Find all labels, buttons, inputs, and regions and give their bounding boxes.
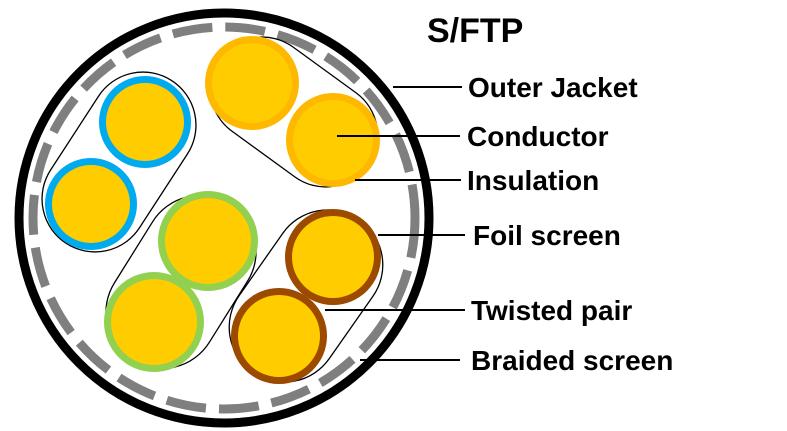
conductor-orange-2 [293,100,373,180]
label-twisted-pair: Twisted pair [471,295,632,326]
conductor-brown-2 [238,295,320,377]
diagram-title: S/FTP [427,12,523,50]
label-insulation: Insulation [467,165,599,196]
label-foil-screen: Foil screen [473,220,621,251]
conductor-green-2 [111,279,197,365]
braided-screen [28,22,420,414]
conductor-orange-1 [212,43,292,123]
twisted-pair-green [104,191,258,372]
label-braided-screen: Braided screen [471,345,673,376]
twisted-pair-blue [41,71,197,253]
conductor-blue-2 [52,165,130,243]
twisted-pair-orange [205,36,380,188]
label-conductor: Conductor [467,121,609,152]
conductor-blue-1 [106,83,184,161]
twisted-pair-brown [228,209,384,384]
label-outer-jacket: Outer Jacket [468,72,638,103]
conductor-green-1 [165,198,251,284]
conductor-brown-1 [292,216,374,298]
